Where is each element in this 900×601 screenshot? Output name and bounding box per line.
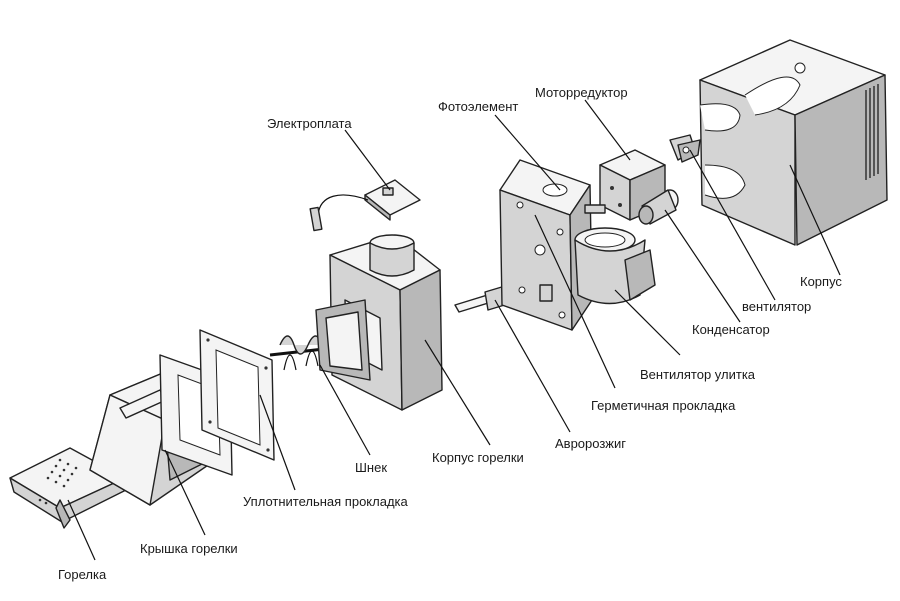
burner-body-part	[315, 234, 443, 411]
sealing-gasket-part	[159, 329, 275, 476]
label-korpus-gorelki: Корпус горелки	[432, 450, 524, 465]
label-korpus: Корпус	[800, 274, 842, 289]
label-avtorozzhig: Авророзжиг	[555, 436, 626, 451]
label-ventilyator-ulitka: Вентилятор улитка	[640, 367, 756, 382]
label-elektroplata: Электроплата	[267, 116, 352, 131]
label-kondensator: Конденсатор	[692, 322, 770, 337]
small-fan-part	[669, 134, 701, 163]
label-motorreduktor: Моторредуктор	[535, 85, 628, 100]
label-kryshka-gorelki: Крышка горелки	[140, 541, 238, 556]
leader-lines	[67, 99, 841, 561]
labels: Электроплата Фотоэлемент Моторредуктор К…	[58, 85, 842, 582]
capacitor-part	[638, 189, 679, 225]
main-housing-part	[699, 39, 888, 246]
label-shnek: Шнек	[355, 460, 387, 475]
label-germetichnaya-prokladka: Герметичная прокладка	[591, 398, 736, 413]
label-ventilyator: вентилятор	[742, 299, 811, 314]
snail-fan-part	[574, 227, 656, 305]
label-uplotnitelnaya-prokladka: Уплотнительная прокладка	[243, 494, 409, 509]
electroplate-part	[309, 179, 421, 232]
label-fotoelement: Фотоэлемент	[438, 99, 518, 114]
label-gorelka: Горелка	[58, 567, 107, 582]
